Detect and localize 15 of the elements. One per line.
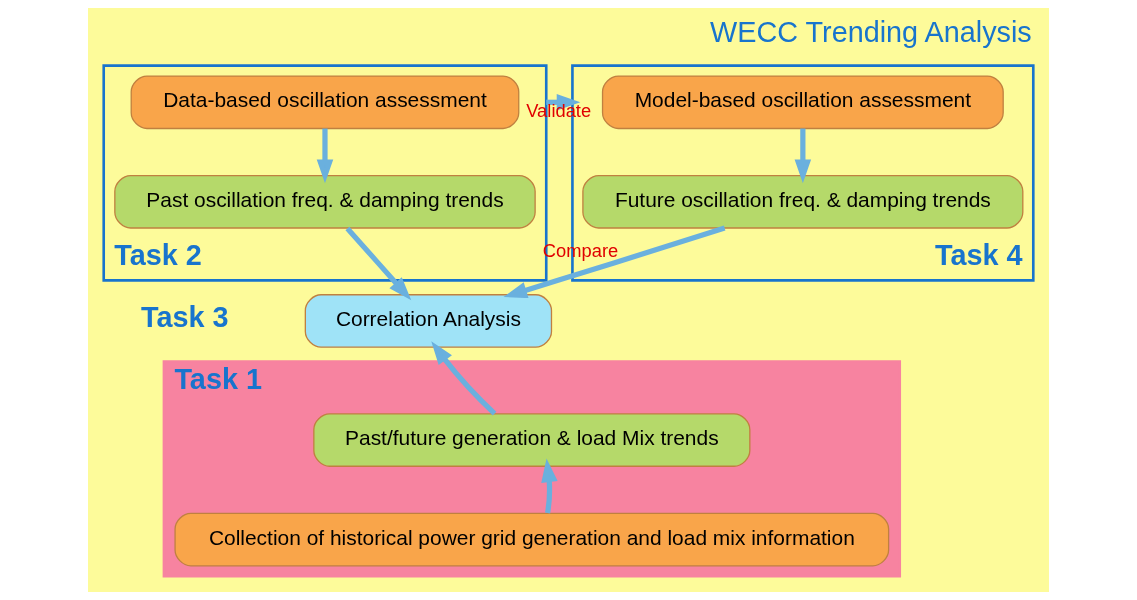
node-box: Past oscillation freq. & damping trends (114, 174, 536, 229)
node-box: Past/future generation & load Mix trends (313, 413, 751, 467)
node-box: Future oscillation freq. & damping trends (582, 174, 1024, 229)
arrow (503, 225, 726, 299)
arrow (345, 226, 412, 301)
node-box: Correlation Analysis (304, 294, 553, 348)
arrow (541, 458, 558, 514)
node-box: Collection of historical power grid generation and load mix information (174, 512, 890, 567)
arrow (794, 128, 812, 184)
arrow (431, 341, 497, 416)
node-box: Model-based oscillation assessment (601, 75, 1004, 130)
node-label: Task 3 (141, 300, 229, 333)
node-box: Data-based oscillation assessment (130, 75, 520, 130)
arrow (316, 128, 334, 184)
diagram-title: WECC Trending Analysis (710, 15, 1032, 48)
